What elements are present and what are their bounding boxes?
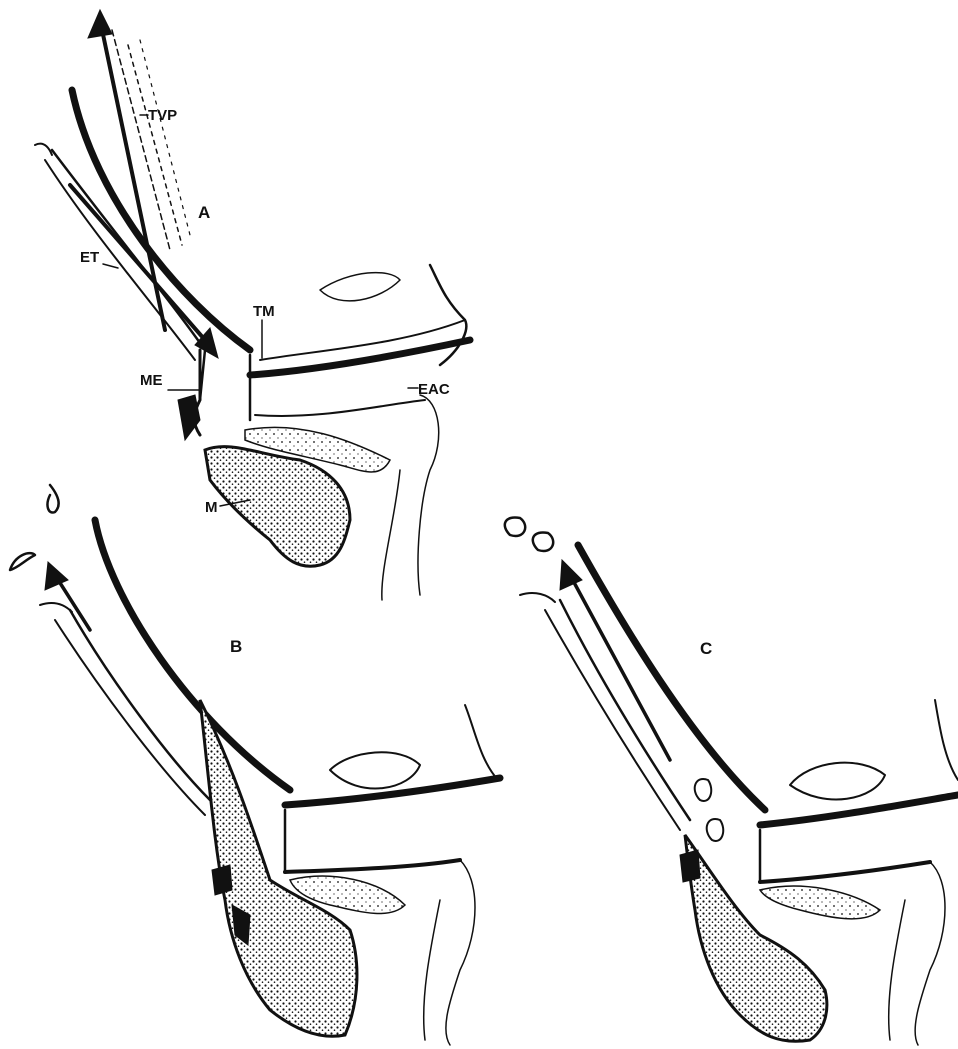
eustachian-tube-b bbox=[40, 520, 290, 815]
label-tvp: TVP bbox=[148, 107, 177, 124]
label-tm: TM bbox=[253, 303, 275, 320]
label-me: ME bbox=[140, 372, 163, 389]
mastoid-c bbox=[680, 835, 880, 1041]
reflux-arrow-b bbox=[45, 562, 90, 630]
downward-flow-arrow bbox=[70, 185, 218, 358]
label-eac: EAC bbox=[418, 381, 450, 398]
fluid-droplets-c bbox=[505, 517, 553, 551]
panel-b: B bbox=[10, 485, 500, 1045]
fluid-bubbles-c bbox=[695, 779, 724, 841]
mastoid-a bbox=[178, 395, 390, 566]
eustachian-tube bbox=[35, 90, 250, 400]
label-m: M bbox=[205, 499, 218, 516]
fluid-droplets-b bbox=[10, 485, 59, 570]
panel-c-label: C bbox=[700, 639, 712, 658]
label-et: ET bbox=[80, 249, 99, 266]
panel-b-label: B bbox=[230, 637, 242, 656]
eustachian-tube-c bbox=[520, 545, 765, 830]
panel-a: TVP A ET TM ME EAC M bbox=[35, 10, 470, 600]
panel-a-label: A bbox=[198, 203, 210, 222]
panel-c: C bbox=[505, 517, 958, 1045]
